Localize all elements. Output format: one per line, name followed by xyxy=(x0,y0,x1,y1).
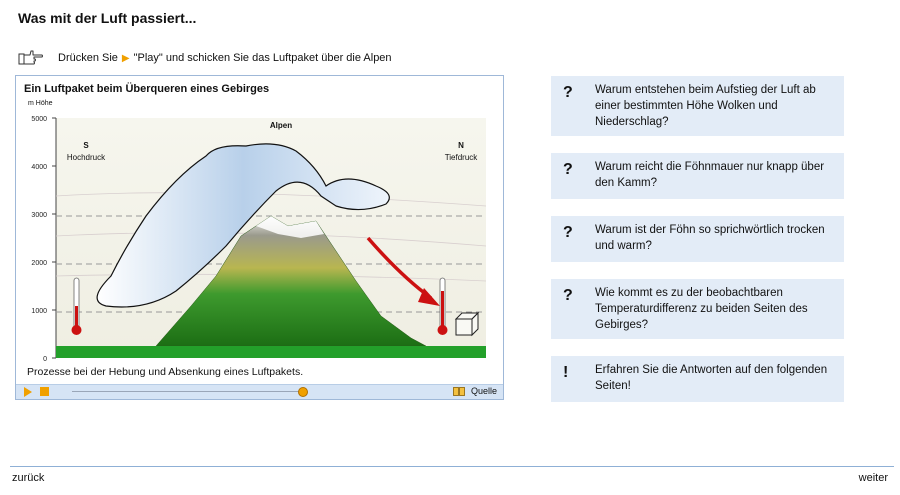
y-axis-label: m Höhe xyxy=(28,100,53,107)
cloud-air-parcel xyxy=(96,143,390,308)
south-letter: S xyxy=(83,141,89,150)
source-link[interactable]: Quelle xyxy=(470,386,497,396)
progress-slider-knob[interactable] xyxy=(298,387,308,397)
question-box-4[interactable]: ? Wie kommt es zu der beobachtbaren Temp… xyxy=(551,279,844,339)
y-tick-5000: 5000 xyxy=(31,116,47,123)
instruction-text-before: Drücken Sie xyxy=(58,52,118,64)
exclamation-mark-icon: ! xyxy=(563,364,569,381)
play-glyph-icon: ▶ xyxy=(121,52,130,64)
south-label: Hochdruck xyxy=(67,153,106,162)
question-text: Warum entstehen beim Aufstieg der Luft a… xyxy=(595,84,816,128)
question-text: Warum ist der Föhn so sprichwörtlich tro… xyxy=(595,224,825,252)
y-tick-4000: 4000 xyxy=(31,164,47,171)
panel-title: Ein Luftpaket beim Überqueren eines Gebi… xyxy=(24,83,270,95)
ground xyxy=(56,346,486,358)
question-box-1[interactable]: ? Warum entstehen beim Aufstieg der Luft… xyxy=(551,76,844,136)
footer-divider xyxy=(10,466,894,467)
page-title: Was mit der Luft passiert... xyxy=(18,10,197,26)
air-parcel-cube-icon xyxy=(454,311,480,337)
north-label: Tiefdruck xyxy=(445,153,479,162)
snow-cap xyxy=(256,216,324,238)
question-mark-icon: ? xyxy=(563,161,573,178)
thermometer-right xyxy=(437,277,448,335)
back-link[interactable]: zurück xyxy=(12,472,45,484)
instruction: Drücken Sie ▶ "Play" und schicken Sie da… xyxy=(18,48,392,68)
y-tick-1000: 1000 xyxy=(31,308,47,315)
answer-hint-box[interactable]: ! Erfahren Sie die Antworten auf den fol… xyxy=(551,356,844,402)
progress-track[interactable] xyxy=(72,391,302,392)
instruction-text-after: "Play" und schicken Sie das Luftpaket üb… xyxy=(133,52,392,64)
thermometer-left xyxy=(71,277,82,335)
book-icon[interactable] xyxy=(453,387,465,396)
north-letter: N xyxy=(458,141,464,150)
pointing-hand-icon xyxy=(18,50,43,65)
stop-button[interactable] xyxy=(40,387,49,396)
question-mark-icon: ? xyxy=(563,287,573,304)
question-box-2[interactable]: ? Warum reicht die Föhnmauer nur knapp ü… xyxy=(551,153,844,199)
y-tick-0: 0 xyxy=(43,356,47,363)
animation-panel: Ein Luftpaket beim Überqueren eines Gebi… xyxy=(15,75,504,400)
y-tick-3000: 3000 xyxy=(31,212,47,219)
question-box-3[interactable]: ? Warum ist der Föhn so sprichwörtlich t… xyxy=(551,216,844,262)
panel-caption: Prozesse bei der Hebung und Absenkung ei… xyxy=(27,366,304,378)
answer-hint-text: Erfahren Sie die Antworten auf den folge… xyxy=(595,364,828,392)
next-link[interactable]: weiter xyxy=(858,472,888,484)
question-mark-icon: ? xyxy=(563,224,573,241)
y-tick-labels: 5000 4000 3000 2000 1000 0 xyxy=(31,116,47,363)
mountain-diagram: 5000 4000 3000 2000 1000 0 xyxy=(31,116,487,363)
question-text: Wie kommt es zu der beobachtbaren Temper… xyxy=(595,287,808,331)
playback-controls: Quelle xyxy=(16,384,503,399)
y-tick-2000: 2000 xyxy=(31,260,47,267)
mountain-label: Alpen xyxy=(270,121,292,130)
question-mark-icon: ? xyxy=(563,84,573,101)
descent-arrow-head xyxy=(418,288,440,306)
play-button[interactable] xyxy=(24,387,32,397)
question-text: Warum reicht die Föhnmauer nur knapp übe… xyxy=(595,161,825,189)
